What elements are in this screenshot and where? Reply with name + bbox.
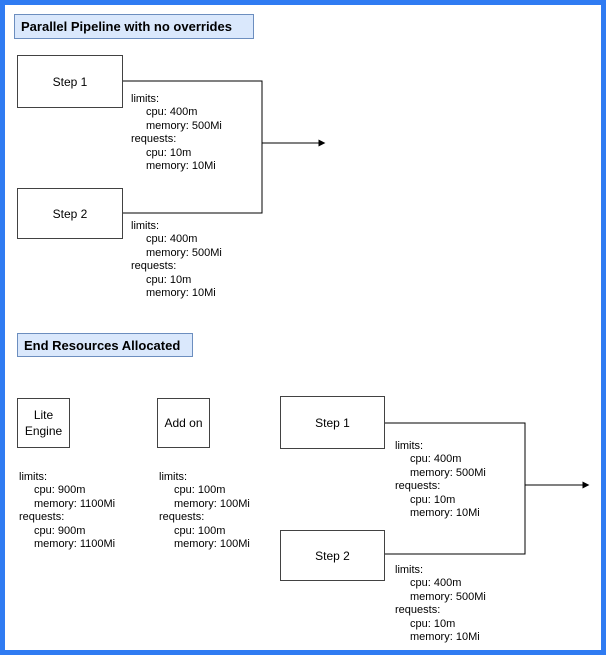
resource-line: cpu: 10m	[410, 493, 456, 506]
node-label: Step 1	[315, 415, 350, 430]
resource-line: cpu: 900m	[34, 484, 86, 497]
node-label: Lite	[33, 408, 54, 422]
resource-line: requests:	[19, 511, 65, 524]
node-step2-bottom: Step 2	[280, 530, 385, 581]
section-title-text: End Resources Allocated	[24, 337, 181, 353]
resource-line: limits:	[395, 440, 424, 452]
resource-line: requests:	[159, 511, 205, 524]
section-title-end-resources: End Resources Allocated	[17, 333, 193, 357]
resource-line: limits:	[131, 93, 160, 105]
node-lite-engine: Lite Engine	[17, 398, 70, 448]
resource-line: cpu: 100m	[174, 524, 226, 537]
resource-line: cpu: 400m	[410, 577, 462, 590]
resource-line: limits:	[131, 220, 160, 232]
resource-line: memory: 10Mi	[146, 160, 216, 173]
resource-line: requests:	[395, 604, 441, 617]
node-step2-top: Step 2	[17, 188, 123, 239]
resource-block-top-step1: limits: cpu: 400m memory: 500Mi requests…	[131, 93, 222, 173]
node-label: Step 2	[52, 206, 88, 221]
node-label: Step 2	[315, 548, 350, 563]
resource-line: memory: 1100Mi	[34, 497, 116, 510]
resource-line: cpu: 100m	[174, 484, 226, 497]
resource-line: cpu: 400m	[146, 233, 198, 246]
node-step1-top: Step 1	[17, 55, 123, 108]
resource-line: cpu: 10m	[146, 273, 192, 286]
resource-line: cpu: 400m	[146, 106, 198, 119]
resource-line: cpu: 400m	[410, 453, 462, 466]
node-step1-bottom: Step 1	[280, 396, 385, 449]
resource-line: cpu: 10m	[146, 146, 192, 159]
node-label: Add on	[164, 416, 203, 430]
node-add-on: Add on	[157, 398, 210, 448]
resource-line: memory: 500Mi	[146, 119, 222, 132]
section-title-parallel-pipeline: Parallel Pipeline with no overrides	[14, 14, 254, 39]
resource-block-top-step2: limits: cpu: 400m memory: 500Mi requests…	[131, 220, 222, 300]
resource-line: limits:	[19, 471, 48, 483]
resource-line: limits:	[159, 471, 188, 483]
resource-line: requests:	[131, 133, 177, 146]
resource-block-add-on: limits: cpu: 100m memory: 100Mi requests…	[159, 471, 250, 551]
resource-line: memory: 10Mi	[410, 631, 480, 644]
section-title-text: Parallel Pipeline with no overrides	[21, 19, 232, 34]
resource-line: cpu: 900m	[34, 524, 86, 537]
resource-line: requests:	[131, 260, 177, 273]
merge-bracket-top	[123, 80, 263, 214]
resource-line: memory: 500Mi	[410, 466, 486, 479]
resource-line: memory: 100Mi	[174, 538, 250, 551]
resource-line: memory: 100Mi	[174, 497, 250, 510]
resource-block-lite-engine: limits: cpu: 900m memory: 1100Mi request…	[19, 471, 115, 551]
resource-line: requests:	[395, 480, 441, 493]
resource-line: memory: 10Mi	[410, 507, 480, 520]
resource-line: memory: 500Mi	[146, 246, 222, 259]
resource-line: limits:	[395, 564, 424, 576]
node-label: Step 1	[52, 74, 88, 89]
resource-block-bottom-step2: limits: cpu: 400m memory: 500Mi requests…	[395, 564, 486, 644]
merge-bracket-bottom	[385, 422, 526, 555]
resource-line: memory: 10Mi	[146, 287, 216, 300]
resource-line: memory: 500Mi	[410, 590, 486, 603]
resource-block-bottom-step1: limits: cpu: 400m memory: 500Mi requests…	[395, 440, 486, 520]
resource-line: memory: 1100Mi	[34, 538, 116, 551]
node-label: Engine	[24, 424, 63, 438]
resource-line: cpu: 10m	[410, 617, 456, 630]
